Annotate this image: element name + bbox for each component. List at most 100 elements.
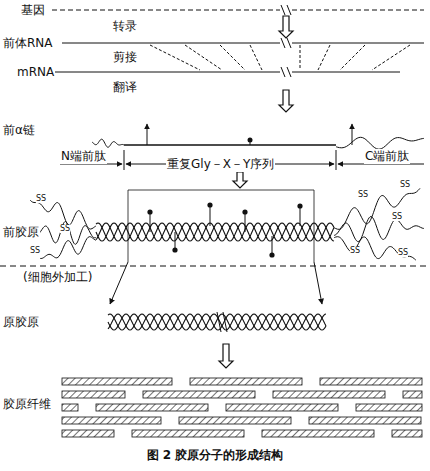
- rna-line: [292, 43, 424, 44]
- fibril-molecule: [132, 430, 244, 437]
- break-mark: [281, 5, 285, 15]
- part-label: (细胞外加工): [22, 270, 93, 285]
- splice-line: [185, 45, 222, 70]
- part-label: 转录: [112, 19, 138, 34]
- site-stem: [250, 140, 251, 145]
- cleavage-arrow: [110, 262, 128, 304]
- glycosylation-stem: [150, 212, 151, 232]
- break-mark: [281, 67, 285, 77]
- fibril-molecule: [62, 417, 161, 424]
- splice-line: [250, 45, 262, 70]
- glycosylation-dot: [147, 209, 152, 214]
- fibril-molecule: [62, 378, 172, 385]
- process-arrow: [279, 16, 293, 38]
- bond-label: SS: [392, 212, 402, 221]
- bond-label: SS: [36, 194, 46, 203]
- process-arrow: [279, 90, 293, 112]
- glycosylation-stem: [300, 206, 301, 226]
- part-label: 翻译: [112, 80, 138, 95]
- break-mark: [223, 312, 227, 332]
- glycosylation-dot: [242, 209, 247, 214]
- part-label: 前α链: [2, 123, 36, 138]
- break-mark: [287, 5, 291, 15]
- figure-caption: 图 2 胶原分子的形成结构: [147, 448, 284, 463]
- bond-label: SS: [350, 246, 360, 255]
- part-label: 前体RNA: [2, 36, 54, 51]
- propeptide-strand: [92, 139, 124, 147]
- break-mark: [217, 312, 221, 332]
- propeptide-strand: [40, 237, 96, 259]
- alpha-chain: [124, 144, 336, 145]
- propeptide-strand: [336, 137, 424, 149]
- fibril-molecule: [392, 430, 422, 437]
- process-arrow: [219, 344, 233, 368]
- fibril-molecule: [190, 378, 302, 385]
- part-label: 基因: [20, 3, 46, 18]
- propeptide-strand: [334, 237, 416, 261]
- glycosylation-stem: [210, 205, 211, 226]
- process-arrow: [233, 172, 247, 188]
- splice-line: [150, 45, 200, 70]
- gene-line: [52, 10, 280, 11]
- triple-helix: [96, 223, 334, 241]
- glycosylation-dot: [172, 247, 177, 252]
- splice-line: [220, 45, 245, 70]
- part-label: N端前肽: [60, 149, 107, 164]
- part-label: 剪接: [112, 50, 138, 65]
- bond-label: SS: [60, 224, 70, 233]
- part-label: mRNA: [16, 65, 55, 80]
- fibril-molecule: [273, 391, 385, 398]
- dimension-tick: [336, 150, 337, 170]
- splice-line: [340, 45, 365, 70]
- bond-label: SS: [30, 246, 40, 255]
- dimension-tick: [124, 150, 125, 170]
- gene-line: [292, 10, 424, 11]
- bond-label: SS: [400, 180, 410, 189]
- fibril-molecule: [262, 430, 374, 437]
- bond-label: SS: [358, 190, 368, 199]
- glycosylation-dot: [207, 202, 212, 207]
- fibril-molecule: [179, 417, 291, 424]
- fibril-molecule: [320, 378, 422, 385]
- triple-helix: [108, 314, 326, 330]
- splice-line: [318, 45, 330, 70]
- triple-helix: [108, 314, 326, 330]
- hydroxylation-arrow: [147, 124, 148, 145]
- hydroxylation-arrow: [352, 124, 353, 145]
- fibril-molecule: [143, 391, 255, 398]
- bond-label: SS: [398, 248, 408, 257]
- fibril-molecule: [62, 391, 125, 398]
- mrna-line: [50, 72, 280, 73]
- triple-helix: [108, 314, 326, 330]
- propeptide-strand: [334, 217, 424, 242]
- part-label: 胶原纤维: [2, 397, 52, 412]
- glycosylation-stem: [272, 236, 273, 255]
- membrane-line: [0, 266, 430, 267]
- part-label: C端前肽: [364, 149, 410, 164]
- fibril-molecule: [62, 430, 114, 437]
- fibril-molecule: [356, 404, 422, 411]
- fibril-molecule: [226, 404, 338, 411]
- fibril-molecule: [403, 391, 422, 398]
- break-mark: [281, 38, 285, 48]
- frame-line: [128, 190, 129, 262]
- fibril-molecule: [309, 417, 421, 424]
- splice-line: [300, 45, 301, 70]
- mrna-line: [292, 72, 400, 73]
- frame-line: [314, 190, 315, 262]
- glycosylation-stem: [245, 212, 246, 232]
- glycosylation-stem: [175, 232, 176, 250]
- part-label: 前胶原: [2, 225, 40, 240]
- break-mark: [287, 67, 291, 77]
- part-label: 重复Gly－X－Y序列: [166, 157, 275, 172]
- glycosylation-dot: [297, 203, 302, 208]
- glycosylation-dot: [269, 252, 274, 257]
- triple-helix: [96, 223, 334, 241]
- triple-helix: [96, 223, 334, 241]
- break-mark: [287, 38, 291, 48]
- fibril-molecule: [62, 404, 78, 411]
- splice-line: [372, 45, 410, 70]
- part-label: 原胶原: [2, 315, 40, 330]
